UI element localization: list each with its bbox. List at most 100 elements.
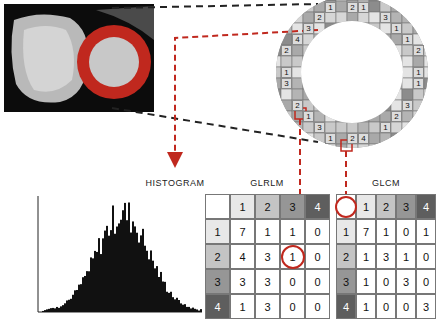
ring-pixel (292, 111, 303, 122)
histogram-bar (200, 309, 202, 312)
pixel-value: 2 (347, 2, 358, 13)
pixel-value: 1 (402, 34, 413, 45)
pixel-value: 4 (358, 133, 369, 144)
ring-pixel (402, 78, 413, 89)
histogram-bar (86, 271, 88, 312)
ring-pixels (270, 0, 435, 155)
histogram-bar (112, 205, 114, 312)
pixel-value: 1 (380, 122, 391, 133)
ring-pixel (325, 133, 336, 144)
ct-image (4, 4, 154, 112)
table-header: 4 (305, 194, 330, 219)
table-cell: 0 (416, 269, 436, 294)
histogram-bar (94, 251, 96, 312)
histogram-bar (164, 282, 166, 312)
ring-pixel (303, 122, 314, 133)
ring-pixel (347, 122, 358, 133)
table-header: 1 (336, 219, 356, 244)
ring-pixel (402, 67, 413, 78)
ring-pixel (292, 122, 303, 133)
pixel-value: 2 (413, 45, 424, 56)
pixel-value: 2 (292, 100, 303, 111)
pixel-value: 1 (391, 23, 402, 34)
ring-pixel (292, 12, 303, 23)
table-header: 4 (416, 194, 436, 219)
ring-pixel (292, 100, 303, 111)
ring-pixel (413, 78, 424, 89)
table-header: 3 (396, 194, 416, 219)
ring-pixel (358, 133, 369, 144)
table-cell: 3 (376, 244, 396, 269)
ring-pixel (380, 0, 391, 1)
ring-pixel (303, 133, 314, 144)
ring-pixel (303, 12, 314, 23)
histogram-bar (138, 243, 140, 312)
ring-pixel (270, 45, 281, 56)
pixel-value: 1 (358, 2, 369, 13)
ring-pixel (413, 89, 424, 100)
table-cell: 0 (305, 244, 330, 269)
ring-pixel (314, 133, 325, 144)
histogram-bar (82, 277, 84, 312)
table-header: 4 (205, 294, 230, 319)
histogram-bar (90, 257, 92, 312)
ring-pixel (281, 89, 292, 100)
histogram-bar (132, 221, 134, 312)
ring-pixel (402, 34, 413, 45)
pixel-value: 2 (281, 45, 292, 56)
pixel-value: 1 (325, 133, 336, 144)
table-cell: 0 (280, 294, 305, 319)
histogram-bar (194, 309, 196, 312)
histogram-bar (166, 292, 168, 312)
table-cell: 3 (255, 294, 280, 319)
table-header: 3 (205, 269, 230, 294)
table-cell: 4 (230, 244, 255, 269)
histogram-bar (122, 210, 124, 312)
table-cell: 0 (376, 294, 396, 319)
histogram-bar (102, 238, 104, 312)
zoomed-ring (276, 0, 428, 148)
ring-pixel (347, 133, 358, 144)
histogram-bar (178, 300, 180, 312)
histogram-bar (188, 307, 190, 312)
histogram-bar (110, 230, 112, 312)
ring-pixel (369, 133, 380, 144)
pixel-value: 2 (391, 111, 402, 122)
pixel-value: 1 (281, 67, 292, 78)
histogram-bar (96, 252, 98, 312)
ring-pixel (391, 133, 402, 144)
ring-pixel (369, 12, 380, 23)
ring-pixel (391, 122, 402, 133)
ring-pixel (325, 1, 336, 12)
ring-pixel (402, 12, 413, 23)
zoom-line (112, 4, 318, 8)
histogram-bar (56, 307, 58, 312)
ring-pixel (402, 122, 413, 133)
ring-pixel (314, 0, 325, 1)
histogram-bar (162, 282, 164, 312)
ring-pixel (281, 78, 292, 89)
ring-pixel (347, 1, 358, 12)
ring-pixel (303, 23, 314, 34)
pixel-value: 3 (281, 78, 292, 89)
ring-pixel (380, 12, 391, 23)
ring-pixel (402, 23, 413, 34)
table-cell: 3 (255, 244, 280, 269)
table-cell: 3 (230, 269, 255, 294)
histogram-bar (140, 235, 142, 312)
ring-pixel (413, 34, 424, 45)
histogram (38, 196, 202, 312)
ring-pixel (270, 89, 281, 100)
pixel-value: 3 (314, 122, 325, 133)
histogram-bar (156, 266, 158, 312)
histogram-bar (98, 238, 100, 312)
table-cell: 3 (416, 294, 436, 319)
histogram-bar (170, 292, 172, 312)
histogram-bar (120, 220, 122, 312)
ring-pixel (402, 89, 413, 100)
ring-pixel (292, 89, 303, 100)
histogram-bar (148, 259, 150, 312)
table-cell: 0 (280, 269, 305, 294)
table-cell: 1 (416, 219, 436, 244)
histogram-bar (88, 271, 90, 312)
